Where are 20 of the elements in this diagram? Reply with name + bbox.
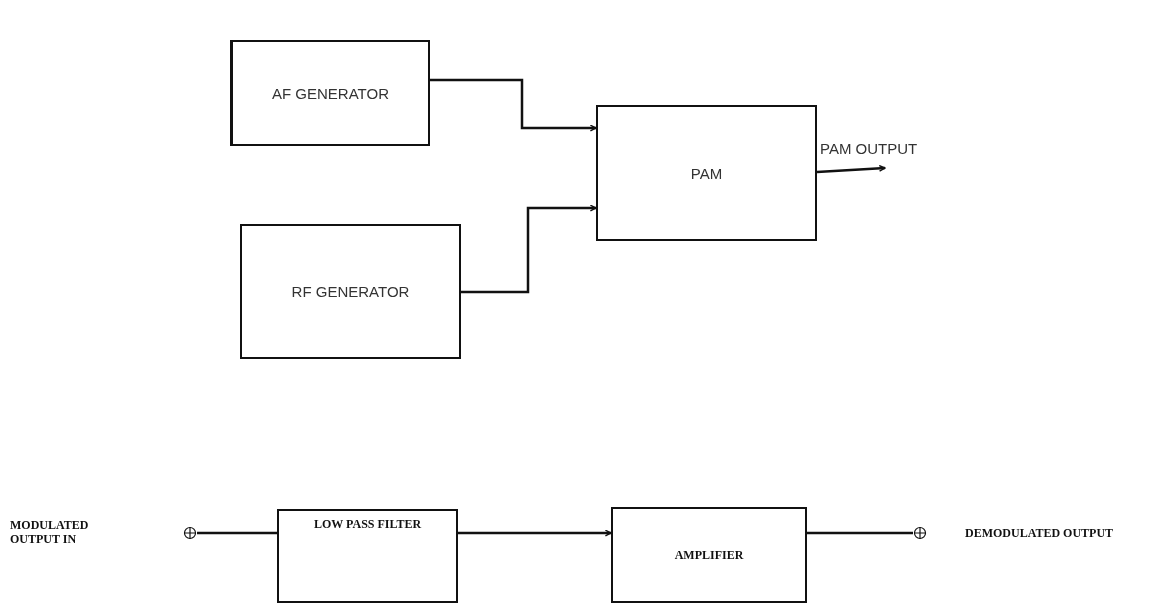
input-terminal-icon xyxy=(183,526,197,540)
modulator-box xyxy=(596,105,817,241)
output-terminal-icon xyxy=(913,526,927,540)
box-label: RF GENERATOR xyxy=(291,283,410,300)
box-label: PAM xyxy=(690,164,723,182)
connector-line xyxy=(197,531,277,535)
box-label: LOW PASS FILTER xyxy=(313,517,422,532)
amplifier-box xyxy=(611,507,807,603)
arrow xyxy=(816,164,886,174)
connector-line xyxy=(807,531,913,535)
arrow xyxy=(458,529,612,537)
arrow xyxy=(461,204,597,294)
terminal-label: DEMODULATED OUTPUT xyxy=(965,526,1115,541)
box-label: AF GENERATOR xyxy=(272,84,389,102)
terminal-label: MODULATED OUTPUT IN xyxy=(10,518,90,547)
box-label: AMPLIFIER xyxy=(674,547,744,563)
arrow xyxy=(430,78,597,132)
generator-box xyxy=(230,40,430,146)
filter-box xyxy=(277,509,458,603)
generator-box xyxy=(240,224,461,359)
